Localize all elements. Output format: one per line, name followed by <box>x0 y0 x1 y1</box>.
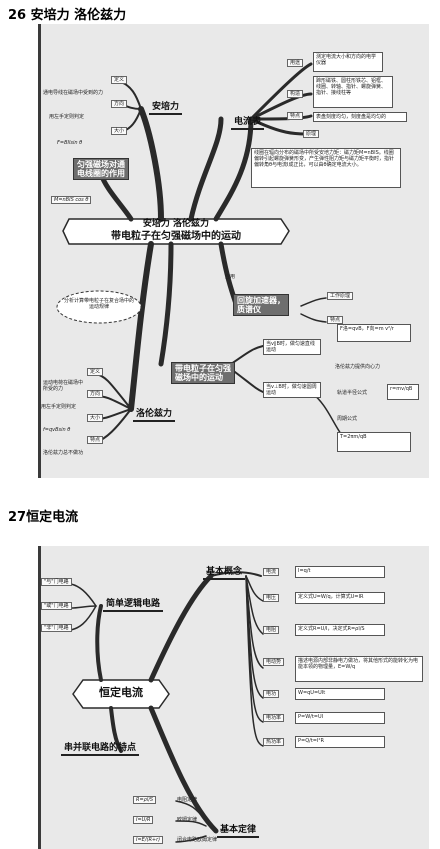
concept-name-0: 电流 <box>263 568 280 576</box>
concept-name-4: 电功 <box>263 690 280 698</box>
charged-formula-force: F洛=qvB，F向=m v²/r <box>337 324 411 342</box>
anpei-definition-note: 通电导线在磁场中受到的力 <box>43 90 104 96</box>
concept-name-3: 电动势 <box>263 658 285 666</box>
ammeter-feature-text: 表盘刻度均匀，刻度盘是均匀的 <box>313 112 407 122</box>
ammeter-branch: 电流表 <box>231 116 265 130</box>
ammeter-principle-text: 线圈在辐向分布的磁场中所受安培力矩：磁力矩M=nBIS。线圈偏转引起螺旋弹簧形变… <box>251 148 401 188</box>
mindmap-panel-2: 恒定电流 简单逻辑电路 "与"门电路 "或"门电路 "非"门电路 基本概念 电流… <box>38 546 429 849</box>
lorentz-feature-note: 洛伦兹力总不做功 <box>43 450 84 456</box>
uniform-label-line2: 电线圈的作用 <box>77 169 125 178</box>
charged-period-tag: 周期公式 <box>337 416 358 422</box>
concept-name-2: 电阻 <box>263 626 280 634</box>
anpei-item-direction: 方向 <box>111 100 128 108</box>
ammeter-principle-tag: 原理 <box>303 130 320 138</box>
uniform-field-branch: 匀强磁场对通 电线圈的作用 <box>73 158 129 180</box>
callout-note: 分析计算带电粒子在复合场中的运动规律 <box>63 298 134 310</box>
mindmap-branches-2 <box>70 571 264 843</box>
lorentz-definition-note: 运动电荷在磁场中所受的力 <box>43 380 84 392</box>
cyclotron-tag-principle: 工作原理 <box>327 292 354 300</box>
concept-def-0: I=q/t <box>295 566 385 578</box>
logic-gate-and: "与"门电路 <box>41 578 72 586</box>
ammeter-uses-text: 测定电流大小和方向的电学仪器 <box>313 52 383 72</box>
concept-def-1: 定义式U=W/q，计算式U=IR <box>295 592 385 604</box>
ammeter-structure-text: 蹄形磁铁、圆柱形铁芯、铝框、线圈、转轴、指针、螺旋弹簧、指针、接线柱等 <box>313 76 393 108</box>
anpei-direction-note: 用左手定则判定 <box>49 114 85 120</box>
anpei-item-magnitude: 大小 <box>111 127 128 135</box>
charged-radius-tag: 轨道半径公式 <box>337 390 368 396</box>
lorentz-item-feature: 特点 <box>87 436 104 444</box>
ammeter-feature-tag: 特点 <box>287 112 304 120</box>
concepts-branch: 基本概念 <box>203 566 246 580</box>
charged-centripetal-note: 洛伦兹力提供向心力 <box>335 364 381 370</box>
lorentz-item-direction: 方向 <box>87 390 104 398</box>
charged-formula-radius: r=mv/qB <box>387 384 419 400</box>
cyclotron-tag-feature: 特点 <box>327 316 344 324</box>
lorentz-formula: f=qvBsin θ <box>43 427 71 433</box>
center-topic-1: 安培力 洛伦兹力 带电粒子在匀强磁场中的运动 <box>71 219 281 243</box>
cyclotron-branch: 回旋加速器， 质谱仪 <box>233 294 289 316</box>
section1-title: 26 安培力 洛伦兹力 <box>8 8 127 23</box>
charged-formula-period: T=2πm/qB <box>337 432 411 452</box>
anpei-branch: 安培力 <box>149 101 183 115</box>
uniform-label-line1: 匀强磁场对通 <box>77 160 125 169</box>
concept-def-2: 定义式R=U/I，决定式R=ρl/S <box>295 624 385 636</box>
charged-case-parallel: 当v∥B时，做匀速直线运动 <box>263 339 321 355</box>
ammeter-uses-tag: 用途 <box>287 59 304 67</box>
cyclotron-label-line2: 质谱仪 <box>237 305 261 314</box>
concept-def-6: P=Q/t=I²R <box>295 736 385 748</box>
series-parallel-branch: 串并联电路的特点 <box>61 742 140 756</box>
concept-def-3: 描述电源内部非静电力做功，将其他形式的能转化为电能本领的物理量，E=W/q <box>295 656 423 682</box>
law-name-2: 闭合电路欧姆定律 <box>177 837 218 843</box>
section2-title: 27恒定电流 <box>8 510 79 525</box>
law-formula-1: I=U/R <box>133 816 154 824</box>
center-topic-2: 恒定电流 <box>99 686 143 699</box>
charged-particle-branch: 带电粒子在匀强 磁场中的运动 <box>171 362 235 384</box>
concept-def-5: P=W/t=UI <box>295 712 385 724</box>
center-line1: 安培力 洛伦兹力 <box>142 219 210 229</box>
logic-circuit-branch: 简单逻辑电路 <box>103 598 164 612</box>
charged-label-line1: 带电粒子在匀强 <box>175 364 231 373</box>
anpei-formula: F=BIlsin θ <box>57 140 83 146</box>
logic-gate-or: "或"门电路 <box>41 602 72 610</box>
law-name-1: 欧姆定律 <box>177 817 198 823</box>
mindmap-panel-1: 安培力 洛伦兹力 带电粒子在匀强磁场中的运动 安培力 定义 方向 大小 通电导线… <box>38 24 429 478</box>
cyclotron-label-line1: 回旋加速器， <box>237 296 285 305</box>
concept-name-5: 电功率 <box>263 714 285 722</box>
lorentz-item-definition: 定义 <box>87 368 104 376</box>
concept-def-4: W=qU=UIt <box>295 688 385 700</box>
charged-label-line2: 磁场中的运动 <box>175 373 223 382</box>
charged-case-perpendicular: 当v⊥B时，做匀速圆周运动 <box>263 382 321 398</box>
laws-branch: 基本定律 <box>217 824 260 838</box>
law-name-0: 电阻定律 <box>177 797 198 803</box>
center-line2: 带电粒子在匀强磁场中的运动 <box>111 231 241 242</box>
lorentz-branch: 洛伦兹力 <box>133 408 176 422</box>
logic-gate-not: "非"门电路 <box>41 624 72 632</box>
concept-name-6: 热功率 <box>263 738 285 746</box>
concept-name-1: 电压 <box>263 594 280 602</box>
law-formula-0: R=ρl/S <box>133 796 157 804</box>
uniform-formula: M=nBIS cos θ <box>51 196 92 204</box>
ammeter-structure-tag: 构造 <box>287 90 304 98</box>
cyclotron-app-label: 应用 <box>225 274 236 280</box>
anpei-item-definition: 定义 <box>111 76 128 84</box>
law-formula-2: I=E/(R+r) <box>133 836 164 844</box>
lorentz-direction-note: 用左手定则判定 <box>41 404 77 410</box>
lorentz-item-magnitude: 大小 <box>87 414 104 422</box>
